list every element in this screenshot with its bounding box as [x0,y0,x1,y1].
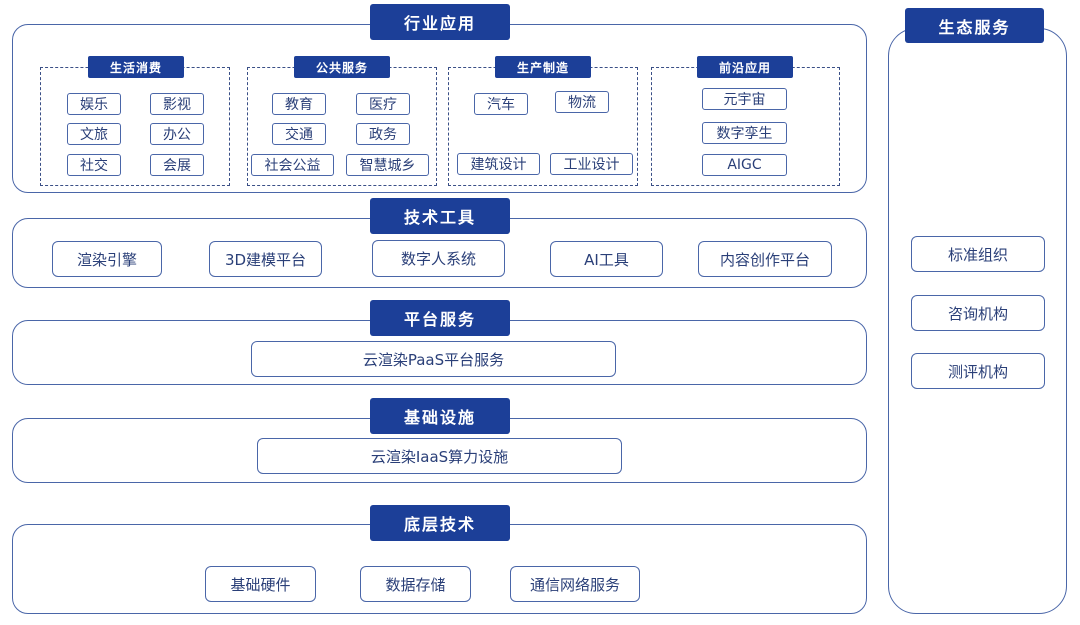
box-testing-institution: 测评机构 [911,353,1045,389]
group-title-manufacturing: 生产制造 [495,56,591,78]
tag-transport: 交通 [272,123,326,145]
tag-public-welfare: 社会公益 [251,154,334,176]
box-content-creation-platform: 内容创作平台 [698,241,832,277]
tag-education: 教育 [272,93,326,115]
box-ai-tools: AI工具 [550,241,663,277]
group-title-life-consumption: 生活消费 [88,56,184,78]
tag-digital-twin: 数字孪生 [702,122,787,144]
group-title-frontier: 前沿应用 [697,56,793,78]
box-standards-organization: 标准组织 [911,236,1045,272]
tag-metaverse: 元宇宙 [702,88,787,110]
tag-smart-city: 智慧城乡 [346,154,429,176]
tag-government: 政务 [356,123,410,145]
tag-film: 影视 [150,93,204,115]
box-consulting-institution: 咨询机构 [911,295,1045,331]
box-rendering-engine: 渲染引擎 [52,241,162,277]
box-communication-network: 通信网络服务 [510,566,640,602]
tag-culture-tourism: 文旅 [67,123,121,145]
tag-architecture-design: 建筑设计 [457,153,540,175]
box-basic-hardware: 基础硬件 [205,566,316,602]
box-paas-service: 云渲染PaaS平台服务 [251,341,616,377]
box-digital-human-system: 数字人系统 [372,240,505,277]
tech-tools-title: 技术工具 [370,198,510,234]
group-title-public-service: 公共服务 [294,56,390,78]
box-3d-modeling-platform: 3D建模平台 [209,241,322,277]
tag-logistics: 物流 [555,91,609,113]
box-iaas-infrastructure: 云渲染IaaS算力设施 [257,438,622,474]
industry-title: 行业应用 [370,4,510,40]
box-data-storage: 数据存储 [360,566,471,602]
tag-medical: 医疗 [356,93,410,115]
tag-industrial-design: 工业设计 [550,153,633,175]
tag-aigc: AIGC [702,154,787,176]
tag-social: 社交 [67,154,121,176]
ecosystem-title: 生态服务 [905,8,1044,43]
tag-office: 办公 [150,123,204,145]
tag-exhibition: 会展 [150,154,204,176]
tag-automotive: 汽车 [474,93,528,115]
platform-title: 平台服务 [370,300,510,336]
infrastructure-title: 基础设施 [370,398,510,434]
tag-entertainment: 娱乐 [67,93,121,115]
underlying-title: 底层技术 [370,505,510,541]
